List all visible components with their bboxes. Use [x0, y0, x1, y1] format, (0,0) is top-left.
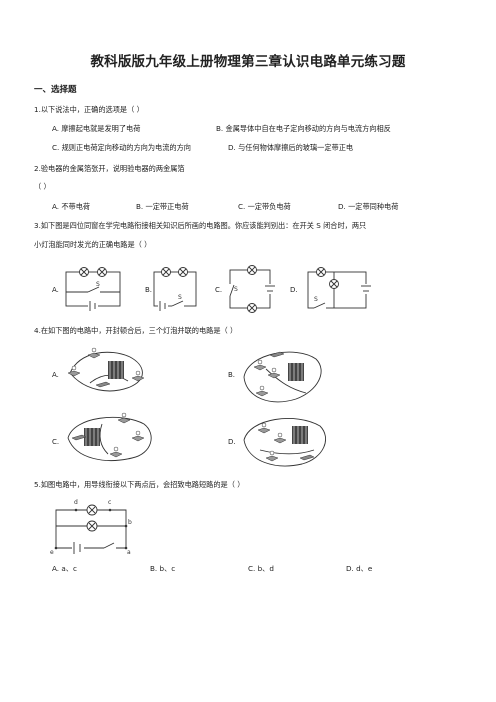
bulb-holder-icon [273, 432, 287, 444]
q1-option-a: A. 摩擦起电就是发明了电荷 [52, 124, 141, 133]
switch-icon [87, 286, 100, 295]
bulb-holder-icon [67, 365, 81, 377]
q3-circuit-c: S [227, 265, 275, 313]
q2-paren: （ ） [34, 182, 51, 191]
q5-option-c: C. b、d [248, 564, 274, 573]
q4-circuit-a [67, 347, 145, 392]
svg-text:S: S [178, 294, 182, 301]
bulb-icon [247, 303, 257, 313]
q3-label-b: B. [145, 286, 153, 294]
q2-option-a: A. 不带电荷 [52, 202, 91, 211]
bulb-icon [86, 520, 98, 532]
q5-circuit: d c b e a [50, 499, 132, 556]
point-c: c [108, 499, 111, 506]
q1-option-b: B. 金属导体中自在电子定向移动的方向与电流方向相反 [216, 124, 391, 133]
svg-text:S: S [96, 281, 100, 288]
q1-stem: 1.以下说法中，正确的选项是（ ） [34, 105, 144, 114]
bulb-icon [79, 267, 89, 277]
q4-stem: 4.在如下图的电路中，开封顿合后，三个灯泡并联的电路是（ ） [34, 326, 238, 335]
q5-option-d: D. d、e [346, 564, 373, 573]
bulb-icon [97, 267, 107, 277]
bulb-holder-icon [117, 412, 131, 424]
q2-stem: 2.验电器的金属箔张开，说明验电器的两金属箔 [34, 164, 185, 173]
bulb-holder-icon [87, 347, 101, 359]
q2-option-c: C. 一定带负电荷 [238, 202, 291, 211]
point-b: b [128, 519, 132, 526]
section-heading: 一、选择题 [34, 85, 77, 95]
q5-stem: 5.如图电路中，用导线衔接以下两点后，会招致电路短路的是（ ） [34, 480, 245, 489]
q4-circuit-b [243, 351, 322, 403]
page-title: 教科版版九年级上册物理第三章认识电路单元练习题 [90, 54, 406, 70]
q3-circuit-a: S [65, 267, 121, 311]
switch-icon [299, 454, 315, 461]
q4-label-b: B. [228, 371, 236, 379]
battery-icon [292, 426, 308, 444]
point-e: e [50, 549, 54, 556]
bulb-icon [178, 267, 188, 277]
q5-option-a: A. a、c [52, 564, 77, 573]
svg-text:S: S [234, 286, 238, 293]
svg-text:S: S [314, 296, 318, 303]
bulb-icon [316, 267, 326, 277]
switch-icon [227, 284, 235, 297]
q1-option-d: D. 与任何物体摩擦后的玻璃一定带正电 [228, 143, 354, 152]
battery-icon [88, 301, 98, 311]
bulb-holder-icon [131, 430, 145, 442]
battery-icon [108, 361, 124, 379]
q3-label-c: C. [215, 286, 223, 294]
q4-circuit-c [67, 412, 152, 461]
q1-option-c: C. 规则正电荷定向移动的方向为电流的方向 [52, 143, 191, 152]
switch-icon [269, 351, 285, 358]
q3-circuit-d: S [307, 267, 371, 311]
bulb-holder-icon [257, 422, 271, 434]
bulb-icon [161, 267, 171, 277]
bulb-holder-icon [267, 367, 281, 379]
switch-icon [71, 434, 87, 441]
switch-icon [103, 542, 116, 552]
battery-icon [265, 284, 275, 294]
bulb-holder-icon [253, 359, 267, 371]
q4-label-d: D. [228, 438, 236, 446]
q4-label-c: C. [52, 438, 60, 446]
bulb-icon [86, 504, 98, 516]
switch-icon [171, 300, 184, 309]
q3-label-d: D. [290, 286, 298, 294]
bulb-holder-icon [131, 370, 145, 382]
q3-label-a: A. [52, 286, 59, 294]
point-a: a [127, 549, 131, 556]
q3-stem-line2: 小灯泡能同时发光的正确电路是（ ） [34, 240, 152, 249]
q3-stem-line1: 3.如下图是四位同窗在学完电路衔接相关知识后所画的电路图。你应该能判别出：在开关… [34, 221, 367, 230]
q4-label-a: A. [52, 371, 59, 379]
battery-icon [158, 301, 168, 311]
battery-icon [288, 363, 304, 381]
point-d: d [74, 499, 78, 506]
battery-icon [72, 542, 84, 554]
q2-option-d: D. 一定带同种电荷 [338, 202, 399, 211]
q5-option-b: B. b、c [150, 564, 176, 573]
bulb-holder-icon [109, 446, 123, 458]
switch-icon [95, 381, 111, 388]
bulb-holder-icon [265, 450, 279, 462]
bulb-icon [247, 265, 257, 275]
q4-circuit-d [243, 418, 326, 467]
bulb-icon [329, 279, 339, 289]
bulb-holder-icon [255, 385, 269, 397]
q2-option-b: B. 一定带正电荷 [136, 202, 189, 211]
q3-circuit-b: S [153, 267, 197, 311]
battery-icon [361, 284, 371, 294]
switch-icon [313, 302, 326, 311]
